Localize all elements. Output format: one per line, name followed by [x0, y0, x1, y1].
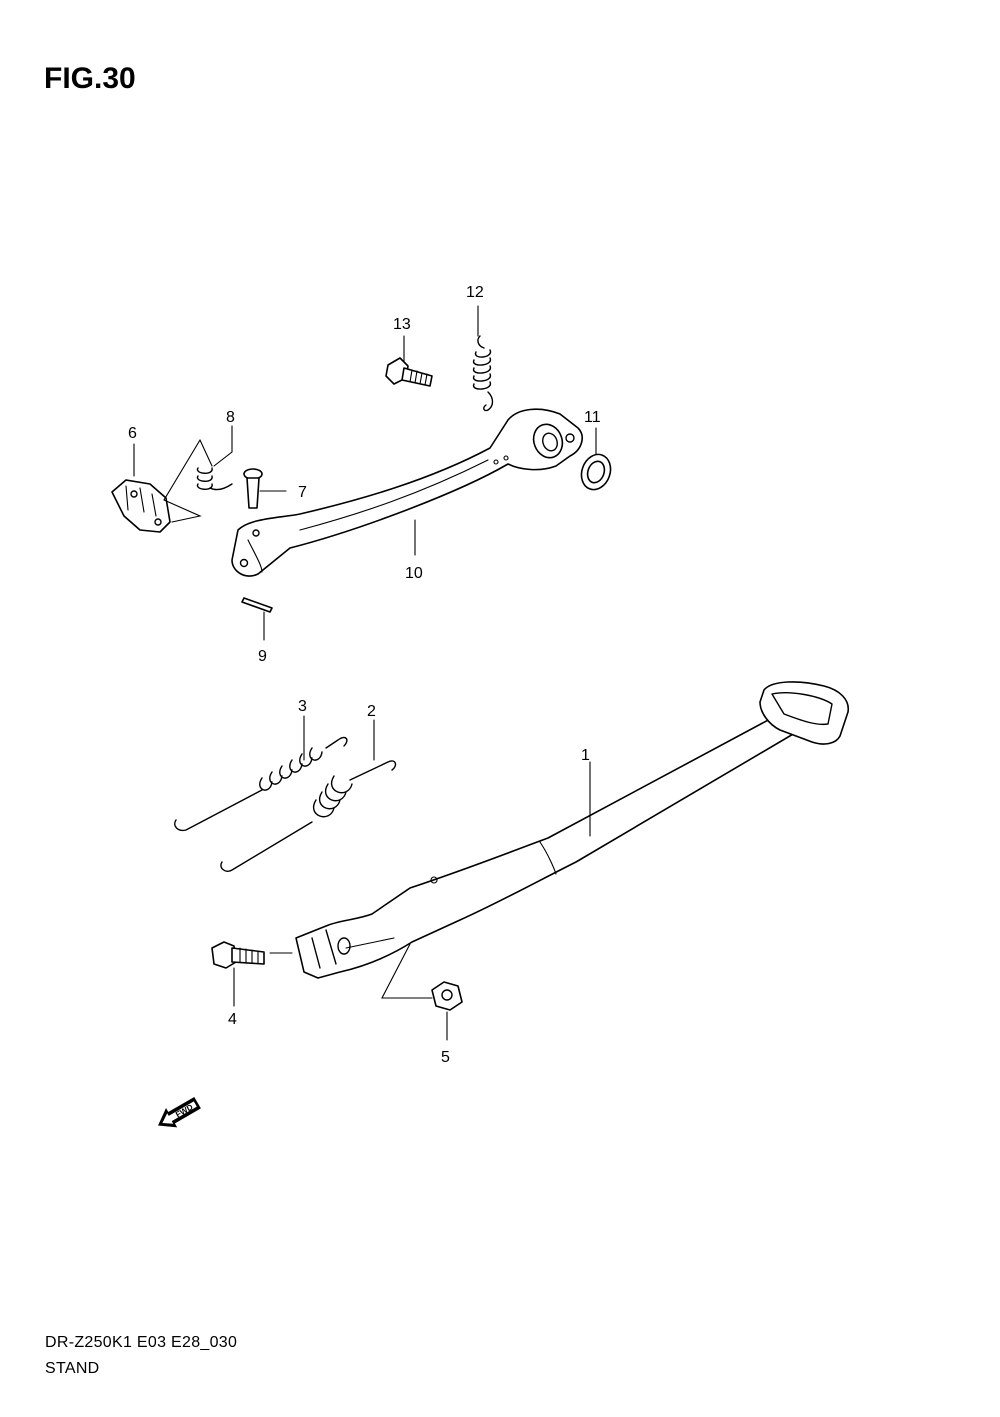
part-13-bolt[interactable] [385, 357, 433, 387]
part-5-nut[interactable] [431, 981, 463, 1011]
part-7-pin[interactable] [243, 468, 263, 509]
part-2-spring[interactable] [220, 760, 397, 872]
leader-lines [133, 305, 597, 1041]
callout-5: 5 [441, 1049, 450, 1066]
callout-3: 3 [298, 698, 307, 715]
callout-1: 1 [581, 747, 590, 764]
figure-title: FIG.30 [44, 62, 136, 95]
callout-13: 13 [393, 316, 411, 333]
diagram-code: DR-Z250K1 E03 E28_030 [45, 1334, 238, 1351]
callout-7: 7 [298, 484, 307, 501]
part-9-cotter-pin[interactable] [241, 597, 273, 613]
callout-9: 9 [258, 648, 267, 665]
part-12-spring[interactable] [473, 335, 494, 412]
callout-10: 10 [405, 565, 423, 582]
callout-4: 4 [228, 1011, 237, 1028]
callout-6: 6 [128, 425, 137, 442]
part-6-switch[interactable] [111, 479, 171, 533]
callout-numbers: 1 2 3 4 5 6 7 8 9 10 11 12 13 [128, 284, 601, 1066]
part-4-bolt[interactable] [211, 941, 265, 969]
callout-11: 11 [584, 409, 601, 426]
fwd-arrow-icon: FWD [158, 1096, 201, 1128]
part-3-spring[interactable] [174, 736, 348, 832]
diagram-name: STAND [45, 1360, 100, 1377]
callout-2: 2 [367, 703, 376, 720]
callout-8: 8 [226, 409, 235, 426]
part-10-bracket[interactable] [231, 408, 583, 577]
callout-12: 12 [466, 284, 484, 301]
part-8-spring[interactable] [196, 467, 233, 491]
part-1-side-stand[interactable] [295, 681, 849, 979]
part-11-nut[interactable] [577, 450, 616, 493]
